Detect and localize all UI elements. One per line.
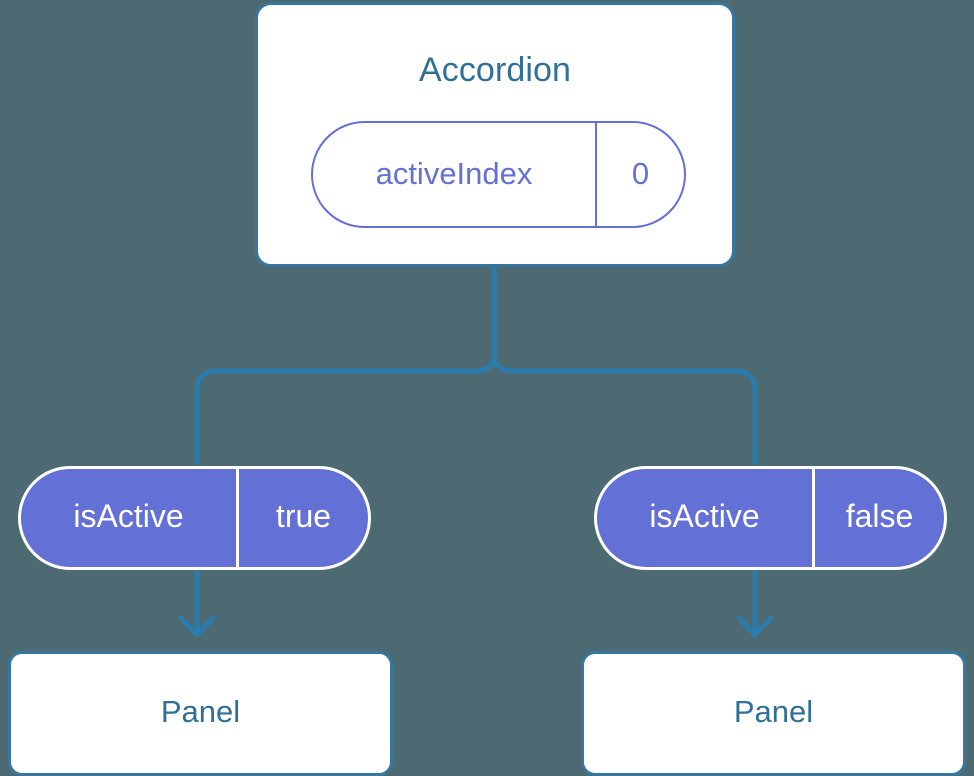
panel-title: Panel [160, 694, 241, 729]
panel-component-card-right: Panel [581, 651, 966, 776]
prop-pill-is-active-false[interactable]: isActive false [594, 466, 947, 570]
state-value-label: 0 [595, 123, 684, 226]
prop-value-label: true [236, 469, 368, 567]
accordion-component-card: Accordion activeIndex 0 [255, 2, 735, 267]
state-pill-active-index[interactable]: activeIndex 0 [311, 121, 686, 228]
prop-key-label: isActive [73, 498, 184, 534]
prop-value-label: false [812, 469, 944, 567]
panel-title: Panel [733, 694, 814, 729]
panel-component-card-left: Panel [8, 651, 393, 776]
branch-line-left [194, 353, 497, 465]
arrow-left [178, 569, 216, 638]
state-key-label: activeIndex [375, 155, 533, 191]
prop-key-label: isActive [649, 498, 760, 534]
branch-line-right [491, 353, 758, 465]
arrow-right [736, 569, 774, 638]
prop-pill-is-active-true[interactable]: isActive true [18, 466, 371, 570]
accordion-title: Accordion [418, 51, 572, 89]
